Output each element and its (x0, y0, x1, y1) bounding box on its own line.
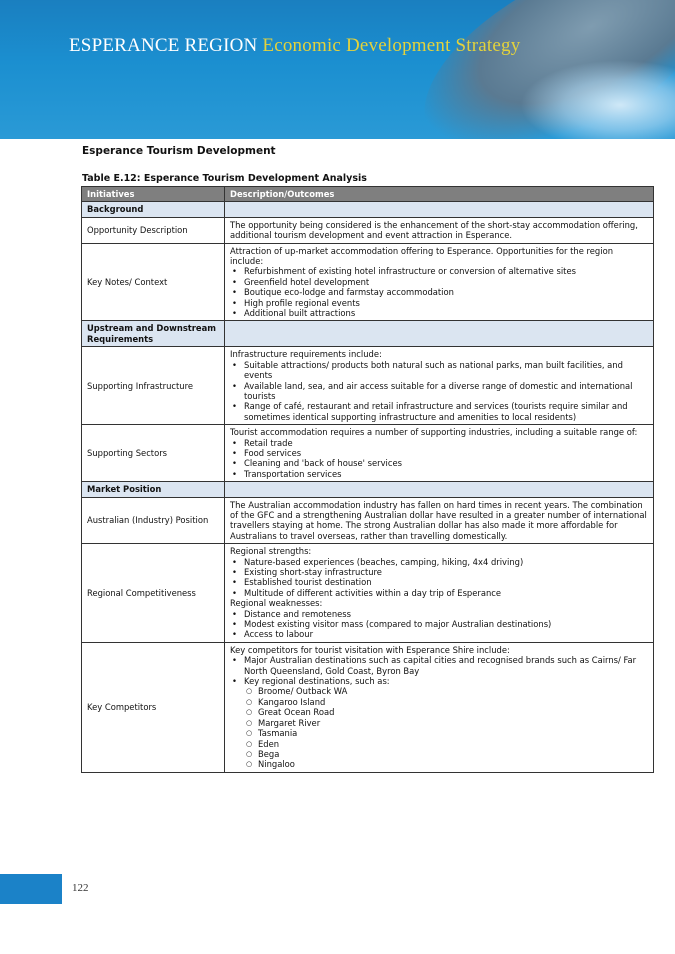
list-item: Great Ocean Road (244, 707, 648, 718)
intro: Tourist accommodation requires a number … (230, 427, 638, 438)
water-splash (520, 60, 675, 139)
table-title: Table E.12: Esperance Tourism Developmen… (82, 173, 367, 184)
row-label: Supporting Sectors (81, 424, 225, 483)
section-row: Upstream and Downstream Requirements (81, 320, 654, 348)
section-label: Market Position (81, 481, 225, 498)
list-item: Available land, sea, and air access suit… (230, 381, 648, 402)
row-label: Opportunity Description (81, 216, 225, 244)
section-row: Background (81, 201, 654, 218)
list-item: Multitude of different activities within… (230, 588, 648, 599)
list-item: Modest existing visitor mass (compared t… (230, 619, 648, 630)
list-item: Major Australian destinations such as ca… (230, 655, 648, 676)
header-initiatives: Initiatives (81, 185, 225, 203)
header-description: Description/Outcomes (224, 185, 654, 203)
section-label: Upstream and Downstream Requirements (81, 320, 225, 348)
sub-bullet-list: Broome/ Outback WAKangaroo IslandGreat O… (230, 686, 648, 770)
bullet-list: Suitable attractions/ products both natu… (230, 360, 648, 422)
section-row: Market Position (81, 481, 654, 498)
row-text: Regional strengths:Nature-based experien… (224, 543, 654, 643)
list-item: Refurbishment of existing hotel infrastr… (230, 266, 648, 277)
list-item: Established tourist destination (230, 577, 648, 588)
list-item: Distance and remoteness (230, 609, 648, 620)
row-label: Regional Competitiveness (81, 543, 225, 643)
intro: Regional strengths: (230, 546, 312, 557)
list-item: Bega (244, 749, 648, 760)
list-item: Additional built attractions (230, 308, 648, 319)
list-item: Suitable attractions/ products both natu… (230, 360, 648, 381)
list-item: Transportation services (230, 469, 648, 480)
row-text: The Australian accommodation industry ha… (224, 496, 654, 545)
list-item: Margaret River (244, 718, 648, 729)
page-number: 122 (72, 882, 89, 894)
list-item: Access to labour (230, 629, 648, 640)
list-item: Key regional destinations, such as: (230, 676, 648, 687)
list-item: Existing short-stay infrastructure (230, 567, 648, 578)
intro: Regional weaknesses: (230, 598, 323, 609)
list-item: Food services (230, 448, 648, 459)
bullet-list: Major Australian destinations such as ca… (230, 655, 648, 687)
banner-title: ESPERANCE REGION Economic Development St… (69, 35, 520, 57)
row-text: The opportunity being considered is the … (224, 216, 654, 244)
intro: Infrastructure requirements include: (230, 349, 382, 360)
list-item: Range of café, restaurant and retail inf… (230, 401, 648, 422)
bullet-list: Nature-based experiences (beaches, campi… (230, 557, 648, 599)
section-label: Background (81, 201, 225, 218)
bullet-list: Retail tradeFood servicesCleaning and 'b… (230, 438, 648, 480)
intro: Key competitors for tourist visitation w… (230, 644, 510, 655)
footer-bar (0, 874, 62, 904)
banner-title-accent: Economic Development Strategy (262, 35, 521, 56)
header-banner: ESPERANCE REGION Economic Development St… (0, 0, 675, 139)
intro: Attraction of up-market accommodation of… (230, 245, 613, 267)
row-label: Australian (Industry) Position (81, 496, 225, 545)
row-text: Infrastructure requirements include:Suit… (224, 346, 654, 426)
list-item: High profile regional events (230, 298, 648, 309)
section-title: Esperance Tourism Development (82, 145, 276, 157)
bullet-list: Refurbishment of existing hotel infrastr… (230, 266, 648, 318)
row-label: Supporting Infrastructure (81, 346, 225, 426)
list-item: Greenfield hotel development (230, 277, 648, 288)
bullet-list: Distance and remotenessModest existing v… (230, 609, 648, 641)
table-row: Supporting Sectors Tourist accommodation … (81, 424, 654, 483)
row-text: Tourist accommodation requires a number … (224, 424, 654, 483)
row-label: Key Notes/ Context (81, 242, 225, 322)
list-item: Eden (244, 739, 648, 750)
list-item: Boutique eco-lodge and farmstay accommod… (230, 287, 648, 298)
list-item: Broome/ Outback WA (244, 686, 648, 697)
banner-title-main: ESPERANCE REGION (69, 35, 258, 56)
list-item: Kangaroo Island (244, 697, 648, 708)
list-item: Ningaloo (244, 759, 648, 770)
row-text: Key competitors for tourist visitation w… (224, 641, 654, 773)
list-item: Retail trade (230, 438, 648, 449)
list-item: Nature-based experiences (beaches, campi… (230, 557, 648, 568)
row-label: Key Competitors (81, 641, 225, 773)
list-item: Tasmania (244, 728, 648, 739)
list-item: Cleaning and 'back of house' services (230, 458, 648, 469)
table-row: Key Competitors Key competitors for touri… (81, 641, 654, 773)
row-text: Attraction of up-market accommodation of… (224, 242, 654, 322)
